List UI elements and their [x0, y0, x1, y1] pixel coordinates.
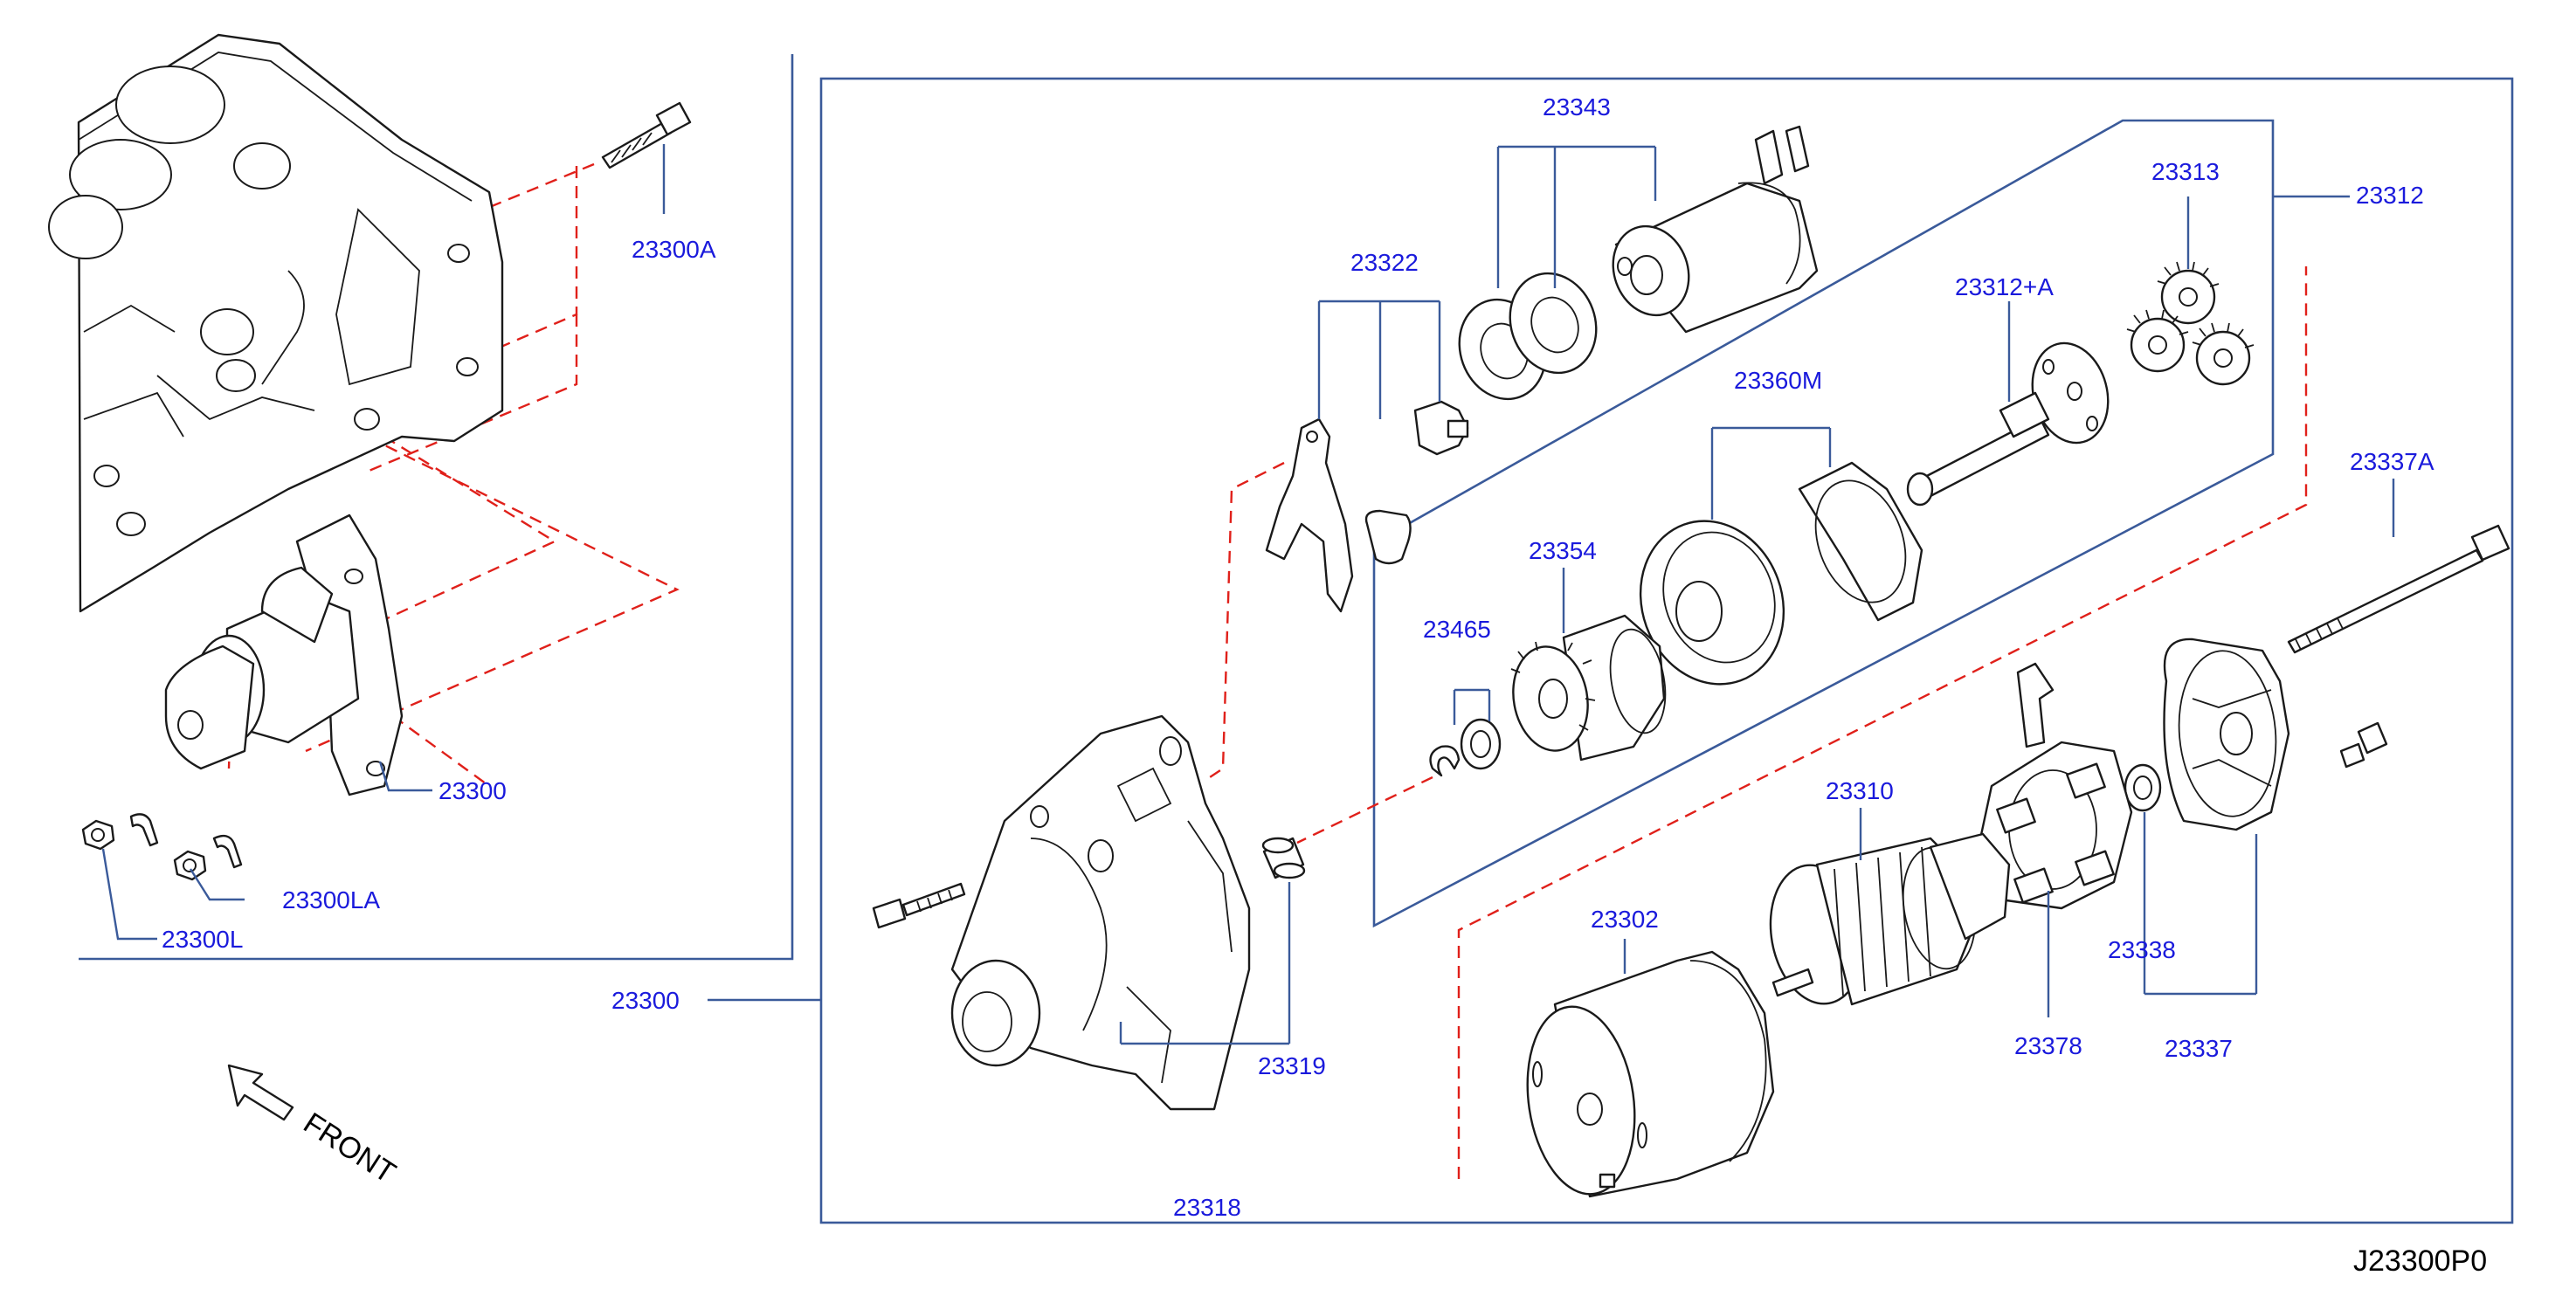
- label-23300A: 23300A: [632, 236, 716, 263]
- armature-23310: [1769, 832, 2011, 1006]
- label-23337: 23337: [2165, 1035, 2233, 1062]
- engine-block: [48, 33, 504, 613]
- nut-23300L: [81, 813, 159, 851]
- screw-rear-cover: [2339, 721, 2388, 769]
- bearing-23338: [2124, 763, 2162, 812]
- leader-lines: [101, 144, 2395, 1045]
- through-bolt-small: [872, 882, 966, 929]
- brush-holder-23378: [1977, 662, 2133, 910]
- bushing-23319: [1261, 837, 1306, 879]
- pinion-23354: [1510, 614, 1667, 762]
- cap-23322: [1413, 400, 1469, 456]
- nut-23300LA: [173, 834, 243, 881]
- left-engine-frame: [79, 54, 794, 961]
- label-23318: 23318: [1173, 1194, 1241, 1221]
- main-starter-frame: [819, 77, 2514, 1224]
- label-23300L: 23300L: [162, 926, 243, 953]
- label-23310: 23310: [1826, 777, 1894, 804]
- planet-gear-1: [2157, 261, 2220, 325]
- through-bolt-23337A: [2287, 524, 2510, 654]
- planet-gear-2: [2126, 309, 2189, 373]
- label-23300LA: 23300LA: [282, 886, 380, 913]
- label-23360M: 23360M: [1734, 367, 1822, 394]
- phantom-lines: [227, 162, 2308, 1179]
- shift-lever-23322: [1265, 417, 1354, 613]
- mounted-starter: [164, 514, 404, 796]
- label-23465: 23465: [1423, 616, 1491, 643]
- stop-collar-23465: [1460, 718, 1502, 770]
- front-housing-23318: [950, 714, 1251, 1111]
- snap-ring-23465: [1429, 745, 1461, 777]
- label-23338: 23338: [2108, 936, 2176, 963]
- label-23312A: 23312+A: [1955, 273, 2054, 300]
- label-23343: 23343: [1543, 93, 1611, 121]
- label-23322: 23322: [1350, 249, 1419, 276]
- label-23300-mounted: 23300: [439, 777, 507, 804]
- plate-23322: [1364, 509, 1412, 565]
- label-23354: 23354: [1529, 537, 1597, 564]
- solenoid-23343: [1612, 125, 1819, 334]
- bolt-23300A: [601, 101, 692, 169]
- clutch-23360M: [1639, 461, 1923, 686]
- diagram-code: J23300P0: [2353, 1244, 2487, 1278]
- label-23378: 23378: [2014, 1032, 2082, 1059]
- planet-gear-3: [2192, 322, 2255, 386]
- rear-cover-23337: [2163, 638, 2290, 831]
- shaft-23312A: [1906, 341, 2110, 507]
- label-23302: 23302: [1591, 906, 1659, 933]
- drive-subassembly-frame: [1372, 119, 2275, 928]
- label-23313: 23313: [2151, 158, 2220, 185]
- front-arrow-icon: [227, 1064, 294, 1121]
- label-23312: 23312: [2356, 182, 2424, 209]
- yoke-23302: [1526, 950, 1775, 1198]
- label-23319: 23319: [1258, 1052, 1326, 1079]
- label-23300-main: 23300: [611, 987, 680, 1014]
- gasket-23343-b: [1509, 272, 1598, 375]
- front-label: FRONT: [298, 1106, 402, 1190]
- label-23337A: 23337A: [2350, 448, 2434, 475]
